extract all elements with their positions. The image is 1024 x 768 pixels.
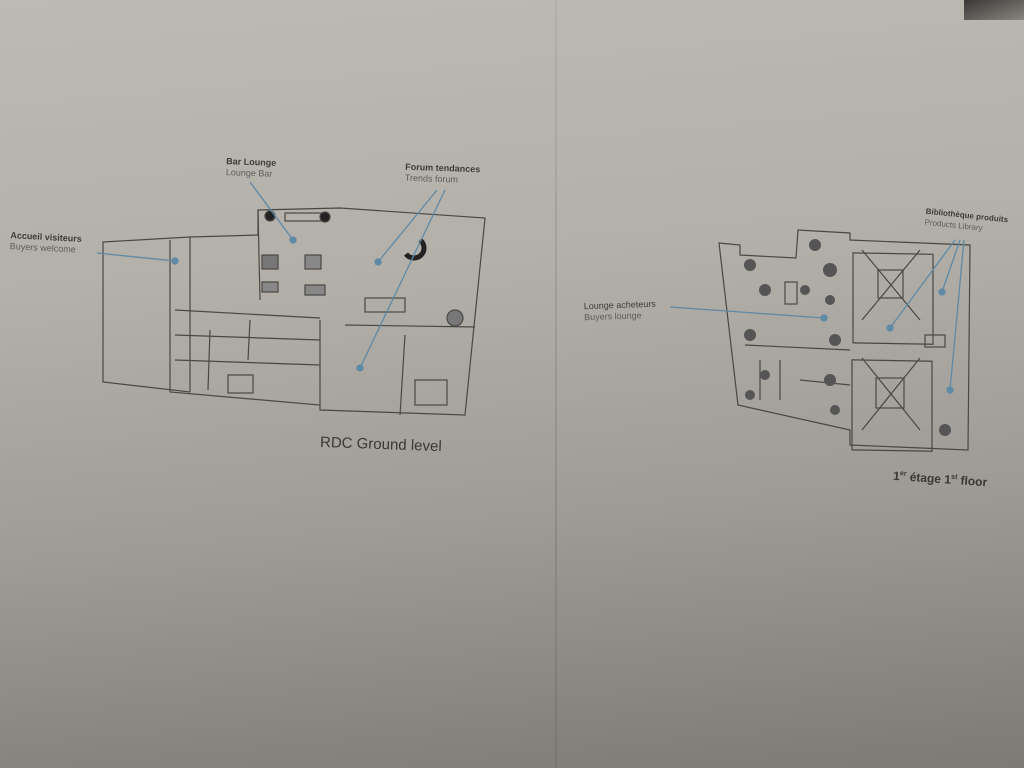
ground-floor-plan	[102, 207, 486, 416]
page-fold	[555, 0, 557, 768]
first-floor-plan	[718, 229, 971, 452]
background-edge	[964, 0, 1024, 20]
leader-lines	[96, 181, 965, 394]
